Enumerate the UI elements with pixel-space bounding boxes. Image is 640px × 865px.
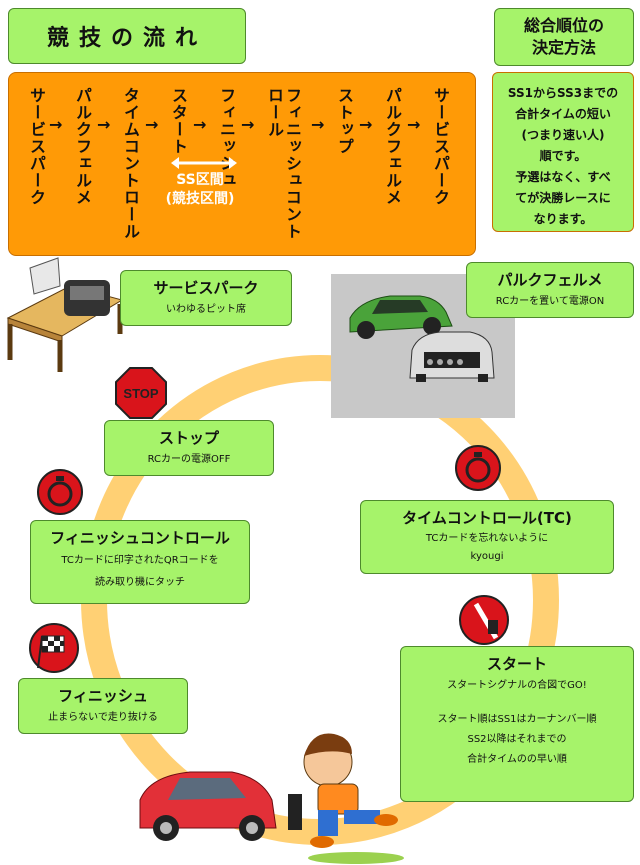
- audi-car-icon: [409, 331, 495, 382]
- flow-step-finish-control: フィニッシュコントロール: [265, 87, 302, 240]
- ranking-text-line: (つまり速い人): [521, 128, 605, 142]
- card-stop: ストップ RCカーの電源OFF: [104, 420, 274, 476]
- ranking-text-line: 合計タイムの短い: [515, 107, 611, 121]
- checkered-flag-icon: [29, 623, 79, 673]
- start-flag-icon: [459, 595, 509, 645]
- card-desc: RCカーを置いて電源ON: [495, 296, 605, 307]
- card-service-park: サービスパーク いわゆるピット席: [120, 270, 292, 326]
- flow-arrow: →: [311, 115, 325, 134]
- card-desc-line: スタート順はSS1はカーナンバー順: [437, 714, 597, 725]
- card-title: サービスパーク: [153, 279, 259, 297]
- card-desc: RCカーの電源OFF: [147, 454, 231, 465]
- ranking-rule-box: SS1からSS3までの 合計タイムの短い (つまり速い人) 順です。 予選はなく…: [492, 72, 634, 232]
- flow-arrow: →: [49, 115, 63, 134]
- flow-arrow: →: [359, 115, 373, 134]
- ranking-title-line2: 決定方法: [531, 38, 596, 57]
- card-time-control: タイムコントロール(TC) TCカードを忘れないように kyougi: [360, 500, 614, 574]
- stopwatch-icon: [37, 469, 83, 515]
- card-desc: 止まらないで走り抜ける: [48, 712, 158, 723]
- flow-step-parc-ferme-2: パルクフェルメ: [383, 87, 402, 206]
- card-desc-line: 読み取り機にタッチ: [95, 577, 185, 588]
- card-desc-line: TCカードに印字されたQRコードを: [61, 555, 219, 566]
- card-finish-control: フィニッシュコントロール TCカードに印字されたQRコードを 読み取り機にタッチ: [30, 520, 250, 604]
- flow-arrow: →: [97, 115, 111, 134]
- ranking-text-line: 予選はなく、すべ: [515, 170, 611, 184]
- flow-arrow: →: [193, 115, 207, 134]
- ss-section-label: SS区間 (競技区間): [157, 171, 243, 209]
- running-boy-icon: [288, 733, 404, 864]
- ranking-title-line1: 総合順位の: [523, 16, 604, 35]
- stop-sign-icon: STOP: [115, 367, 167, 419]
- ranking-text-line: なります。: [533, 212, 593, 226]
- ss-label: SS区間: [176, 172, 224, 188]
- card-desc: いわゆるピット席: [166, 304, 246, 315]
- card-parc-ferme: パルクフェルメ RCカーを置いて電源ON: [466, 262, 634, 318]
- ranking-text-line: 順です。: [539, 149, 587, 163]
- flow-step-parc-ferme: パルクフェルメ: [73, 87, 92, 206]
- card-title: フィニッシュ: [58, 687, 148, 705]
- card-desc: TCカードを忘れないように kyougi: [361, 530, 613, 566]
- card-desc-line: kyougi: [470, 551, 504, 562]
- flow-step-start: スタート: [169, 87, 188, 155]
- flow-arrow: →: [145, 115, 159, 134]
- card-desc-line: SS2以降はそれまでの: [467, 734, 567, 745]
- flow-step-service-park-2: サービスパーク: [431, 87, 450, 206]
- red-car-icon: [139, 771, 277, 841]
- ranking-text-line: てが決勝レースに: [515, 191, 611, 205]
- card-desc: TCカードに印字されたQRコードを 読み取り機にタッチ: [31, 550, 249, 594]
- ranking-text-line: SS1からSS3までの: [507, 86, 619, 100]
- stop-sign-text: STOP: [123, 386, 158, 401]
- page-title: 競技の流れ: [8, 8, 246, 64]
- flow-panel: サービスパーク → パルクフェルメ → タイムコントロール → スタート → フ…: [8, 72, 476, 256]
- flow-step-time-control: タイムコントロール: [121, 87, 140, 240]
- ss-sub-label: (競技区間): [165, 191, 235, 207]
- service-table-icon: [6, 257, 124, 372]
- flow-arrow: →: [241, 115, 255, 134]
- card-title: ストップ: [158, 429, 219, 447]
- flow-step-service-park: サービスパーク: [27, 87, 46, 206]
- card-desc-line: 合計タイムのの早い順: [467, 754, 567, 765]
- green-car-icon: [349, 295, 453, 339]
- stopwatch-icon: [455, 445, 501, 491]
- card-title: パルクフェルメ: [497, 271, 603, 289]
- card-title: タイムコントロール(TC): [402, 509, 572, 527]
- card-finish: フィニッシュ 止まらないで走り抜ける: [18, 678, 188, 734]
- card-title: スタート: [486, 655, 547, 673]
- flow-arrow: →: [407, 115, 421, 134]
- card-desc-line: TCカードを忘れないように: [425, 533, 549, 544]
- ranking-title: 総合順位の 決定方法: [494, 8, 634, 66]
- ss-range-arrow-icon: [171, 157, 237, 169]
- flow-step-stop: ストップ: [335, 87, 354, 155]
- card-start: スタート スタートシグナルの合図でGO! スタート順はSS1はカーナンバー順 S…: [400, 646, 634, 802]
- card-desc: スタート順はSS1はカーナンバー順 SS2以降はそれまでの 合計タイムのの早い順: [401, 710, 633, 770]
- card-title: フィニッシュコントロール: [50, 529, 230, 547]
- card-desc: スタートシグナルの合図でGO!: [447, 680, 587, 691]
